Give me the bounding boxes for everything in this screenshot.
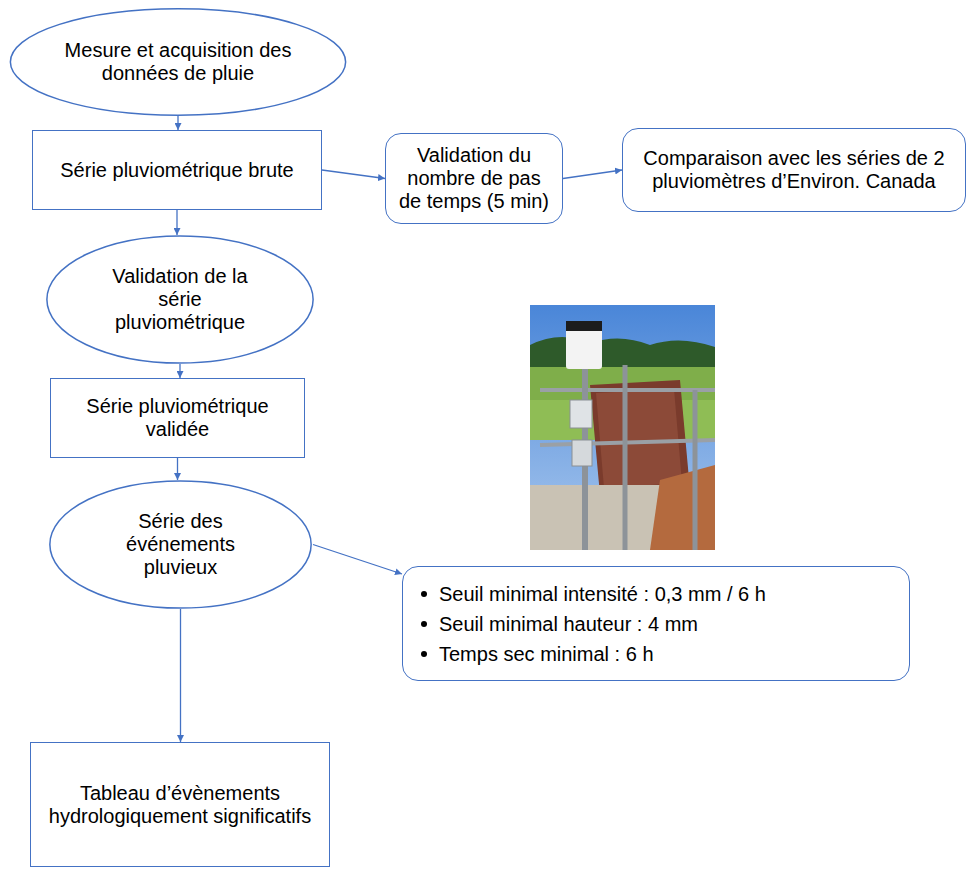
flow-arrow: [179, 364, 180, 378]
node-label: Série des événements pluvieux: [103, 510, 258, 579]
process-ellipse: Validation de la série pluviométrique: [45, 235, 315, 364]
bullet-dot: [421, 621, 427, 627]
criterion-text: Temps sec minimal : 6 h: [439, 639, 654, 669]
result-box: Tableau d’évènements hydrologiquement si…: [30, 742, 330, 867]
node-label: Validation du nombre de pas de temps (5 …: [398, 144, 550, 213]
bullet-dot: [421, 591, 427, 597]
criterion-text: Seuil minimal hauteur : 4 mm: [439, 609, 698, 639]
node-label: Tableau d’évènements hydrologiquement si…: [43, 782, 317, 828]
flow-arrow: [176, 210, 177, 235]
criterion-text: Seuil minimal intensité : 0,3 mm / 6 h: [439, 579, 766, 609]
process-box: Série pluviométrique brute: [32, 130, 322, 210]
flow-arrow: [563, 170, 622, 179]
node-label: Comparaison avec les séries de 2 pluviom…: [635, 147, 953, 193]
flow-arrow: [177, 116, 178, 130]
acquisition-ellipse: Mesure et acquisition des données de plu…: [8, 8, 348, 116]
flow-arrow: [177, 458, 178, 480]
node-label: Série pluviométrique validée: [63, 395, 292, 441]
flow-arrow: [180, 609, 181, 742]
bullet-row: Temps sec minimal : 6 h: [421, 639, 654, 669]
flow-arrow: [313, 545, 402, 575]
rain-gauge-photo: [530, 305, 715, 550]
bullet-row: Seuil minimal hauteur : 4 mm: [421, 609, 698, 639]
bullet-row: Seuil minimal intensité : 0,3 mm / 6 h: [421, 579, 766, 609]
flow-arrow: [322, 170, 385, 179]
process-box: Série pluviométrique validée: [50, 378, 305, 458]
bullet-dot: [421, 651, 427, 657]
process-box: Validation du nombre de pas de temps (5 …: [385, 133, 563, 224]
node-label: Série pluviométrique brute: [60, 159, 293, 182]
process-ellipse: Série des événements pluvieux: [48, 480, 313, 609]
node-label: Mesure et acquisition des données de plu…: [63, 39, 293, 85]
process-box: Comparaison avec les séries de 2 pluviom…: [622, 128, 966, 212]
node-label: Validation de la série pluviométrique: [100, 265, 260, 334]
criteria-box: Seuil minimal intensité : 0,3 mm / 6 hSe…: [402, 566, 910, 681]
